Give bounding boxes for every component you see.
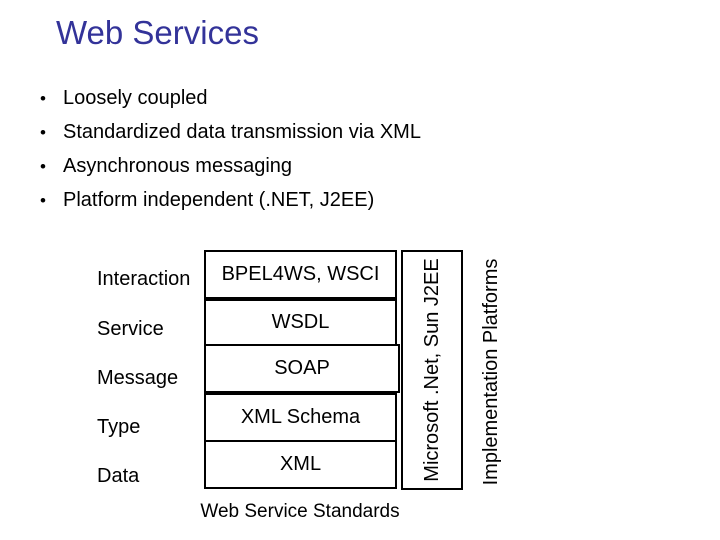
list-item: • Standardized data transmission via XML — [40, 118, 680, 152]
stack-box-data: XML — [204, 440, 397, 489]
bullet-text: Asynchronous messaging — [63, 155, 293, 177]
bullet-list: • Loosely coupled • Standardized data tr… — [40, 84, 680, 220]
bullet-icon: • — [40, 157, 46, 176]
row-label-type: Type — [97, 416, 141, 438]
row-label-message: Message — [97, 367, 179, 389]
row-label-interaction: Interaction — [97, 268, 191, 290]
list-item: • Platform independent (.NET, J2EE) — [40, 186, 680, 220]
stack-box-service: WSDL — [204, 299, 397, 346]
bullet-icon: • — [40, 89, 46, 108]
list-item: • Asynchronous messaging — [40, 152, 680, 186]
bullet-text: Standardized data transmission via XML — [63, 121, 421, 143]
implementation-platforms-label: Implementation Platforms — [480, 258, 502, 486]
list-item: • Loosely coupled — [40, 84, 680, 118]
bullet-text: Platform independent (.NET, J2EE) — [63, 189, 375, 211]
row-label-service: Service — [97, 318, 164, 340]
bullet-icon: • — [40, 191, 46, 210]
stack-box-interaction: BPEL4WS, WSCI — [204, 250, 397, 299]
platforms-box-text: Microsoft .Net, Sun J2EE — [421, 258, 443, 482]
bullet-icon: • — [40, 123, 46, 142]
bullet-text: Loosely coupled — [63, 87, 208, 109]
stack-box-type: XML Schema — [204, 393, 397, 442]
page-title: Web Services — [56, 14, 259, 51]
platforms-box — [401, 250, 463, 490]
row-label-data: Data — [97, 465, 140, 487]
stack-box-message: SOAP — [204, 344, 400, 393]
diagram-caption: Web Service Standards — [200, 501, 400, 522]
